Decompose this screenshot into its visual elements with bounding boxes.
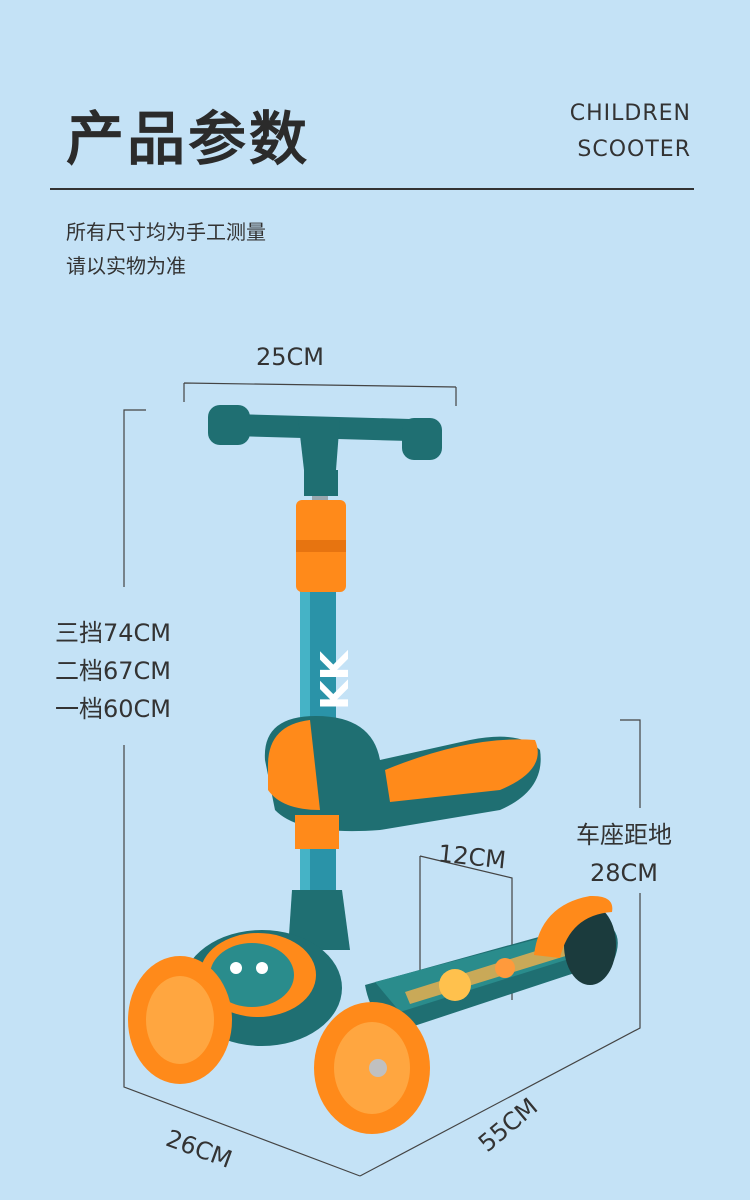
english-line-2: SCOOTER xyxy=(577,137,691,162)
height-gear-3: 三挡74CM xyxy=(55,619,172,647)
seat-height-caption: 车座距地 xyxy=(576,821,672,849)
handlebar-width-label: 25CM xyxy=(256,343,325,371)
front-right-wheel xyxy=(314,1002,430,1134)
handlebar-dimension-line xyxy=(183,382,457,406)
note-line-2: 请以实物为准 xyxy=(66,254,186,278)
seat-gap-label: 12CM xyxy=(436,839,508,875)
height-gear-2: 二档67CM xyxy=(55,657,172,685)
rear-wheel xyxy=(534,895,616,985)
note-line-1: 所有尺寸均为手工测量 xyxy=(66,220,266,244)
page-title: 产品参数 xyxy=(66,105,311,173)
measurement-note: 所有尺寸均为手工测量 请以实物为准 xyxy=(66,215,266,283)
height-labels: 三挡74CM 二档67CM 一档60CM xyxy=(55,614,171,728)
seat-height-labels: 车座距地 28CM xyxy=(576,816,672,892)
english-line-1: CHILDREN xyxy=(569,101,691,126)
height-dimension-line-top xyxy=(123,409,146,587)
dimension-lines xyxy=(123,382,641,1177)
scooter-seat xyxy=(264,716,541,849)
scooter-stem: KK xyxy=(296,440,357,922)
front-left-wheel xyxy=(128,956,232,1084)
seat-height-line-top xyxy=(620,719,641,808)
seat-height-value: 28CM xyxy=(589,859,658,887)
height-gear-1: 一档60CM xyxy=(55,695,172,723)
svg-text:KK: KK xyxy=(313,650,357,710)
height-dimension-line-bottom xyxy=(123,745,361,1177)
seat-height-line-bottom xyxy=(359,893,641,1177)
english-caption: CHILDREN SCOOTER xyxy=(570,96,691,168)
handlebar xyxy=(208,405,442,496)
header-divider xyxy=(50,188,694,190)
